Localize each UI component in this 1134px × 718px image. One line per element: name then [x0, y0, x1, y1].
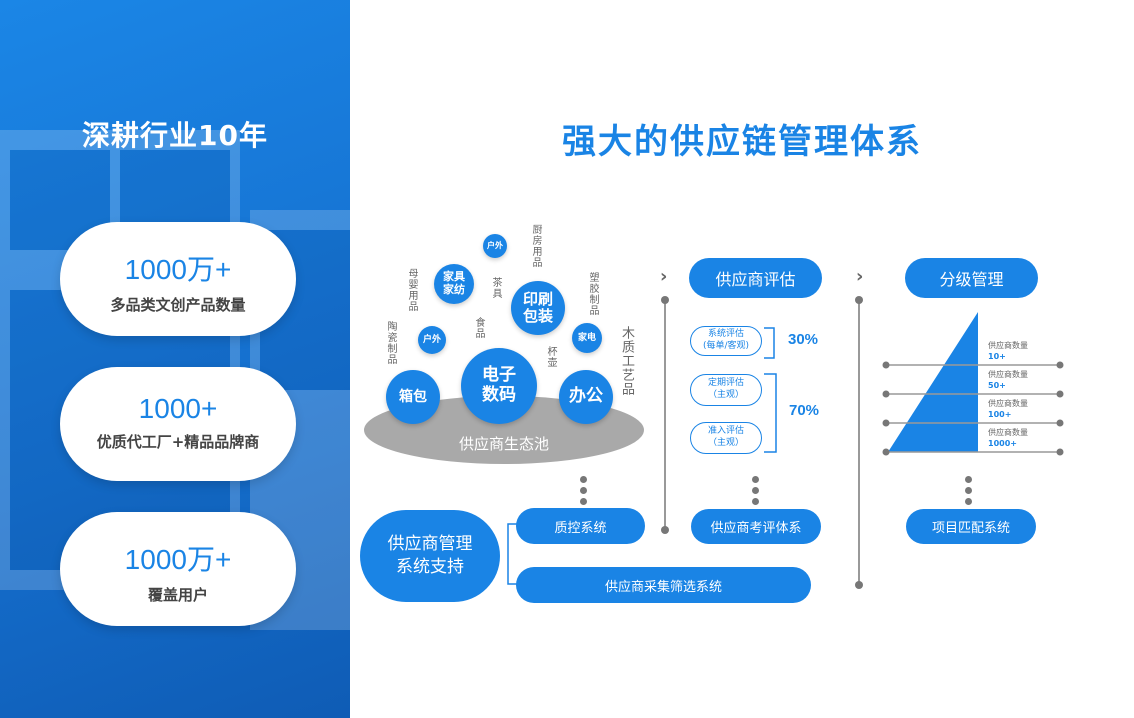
stat-label: 多品类文创产品数量: [110, 296, 246, 314]
eval-line1: 系统评估: [707, 329, 744, 340]
pct-70: 70%: [789, 402, 820, 419]
tag-kitchen: 厨房用品: [530, 224, 541, 268]
qc-system: 质控系统: [516, 508, 645, 544]
left-title: 深耕行业10年: [82, 119, 268, 152]
eval-line1: 准入评估: [707, 426, 744, 437]
pct-30: 30%: [788, 331, 819, 348]
chevron-right-icon: ›: [856, 266, 864, 287]
stat-number: 1000万+: [124, 254, 232, 285]
bubble-outdoor-top: 户外: [483, 234, 507, 258]
bubble-bags: 箱包: [386, 370, 440, 424]
supplier-collect-system: 供应商采集筛选系统: [516, 567, 811, 603]
bracket-lines: [764, 327, 777, 453]
stat-number: 1000+: [138, 393, 218, 424]
chevron-right-icon: ›: [660, 266, 668, 287]
tier-label: 供应商数量: [988, 399, 1028, 408]
eval-system: 系统评估 (每单/客观): [690, 326, 762, 356]
page-title: 强大的供应链管理体系: [562, 122, 922, 162]
stat-users: 1000万+ 覆盖用户: [60, 512, 296, 626]
left-panel: 深耕行业10年 1000万+ 多品类文创产品数量 1000+ 优质代工厂+精品品…: [0, 0, 350, 718]
evaluation-header: 供应商评估: [689, 258, 822, 298]
tier-value: 1000+: [988, 438, 1017, 448]
supplier-pool-label: 供应商生态池: [458, 435, 549, 453]
support-connector: [507, 523, 518, 585]
tag-maternal: 母婴用品: [406, 268, 417, 312]
tier-value: 50+: [988, 380, 1006, 390]
separator-line: [855, 296, 863, 589]
tag-food: 食品: [473, 317, 484, 339]
bubble-outdoor: 户外: [418, 326, 446, 354]
eval-periodic: 定期评估 （主观）: [690, 374, 762, 406]
bubble-electronics: 电子数码: [461, 348, 537, 424]
stat-label: 覆盖用户: [147, 586, 208, 604]
eval-line2: （主观）: [707, 438, 744, 448]
tag-plastic: 塑胶制品: [587, 272, 598, 316]
tier-label: 供应商数量: [988, 370, 1028, 379]
tag-wood: 木质工艺品: [619, 326, 634, 396]
eval-line1: 定期评估: [707, 378, 744, 389]
stat-products: 1000万+ 多品类文创产品数量: [60, 222, 296, 336]
bubble-printing: 印刷包装: [511, 281, 565, 335]
stat-label: 优质代工厂+精品品牌商: [96, 433, 260, 451]
grading-header: 分级管理: [905, 258, 1038, 298]
stat-factories: 1000+ 优质代工厂+精品品牌商: [60, 367, 296, 481]
support-system: 供应商管理 系统支持: [360, 510, 500, 602]
tier-label: 供应商数量: [988, 428, 1028, 437]
bubble-furniture: 家具家纺: [434, 264, 474, 304]
evaluation-system: 供应商考评体系: [691, 509, 821, 544]
bubble-appliance: 家电: [572, 323, 602, 353]
separator-line: [661, 296, 669, 534]
support-line2: 系统支持: [396, 557, 464, 577]
tier-label: 供应商数量: [988, 341, 1028, 350]
eval-line2: (每单/客观): [702, 341, 750, 351]
tier-value: 100+: [988, 409, 1012, 419]
ellipsis-dots: [752, 476, 760, 509]
eval-line2: （主观）: [707, 390, 744, 400]
tier-value: 10+: [988, 351, 1006, 361]
tag-tea: 茶具: [490, 277, 501, 299]
support-line1: 供应商管理: [387, 534, 473, 555]
tier-pyramid: [882, 312, 1064, 456]
project-matching-system: 项目匹配系统: [906, 509, 1036, 544]
ellipsis-dots: [580, 476, 588, 509]
eval-admission: 准入评估 （主观）: [690, 422, 762, 454]
tag-cup: 杯壶: [545, 346, 556, 368]
tag-ceramic: 陶瓷制品: [385, 321, 396, 365]
stat-number: 1000万+: [124, 544, 232, 575]
ellipsis-dots: [965, 476, 973, 509]
bubble-office: 办公: [559, 370, 613, 424]
